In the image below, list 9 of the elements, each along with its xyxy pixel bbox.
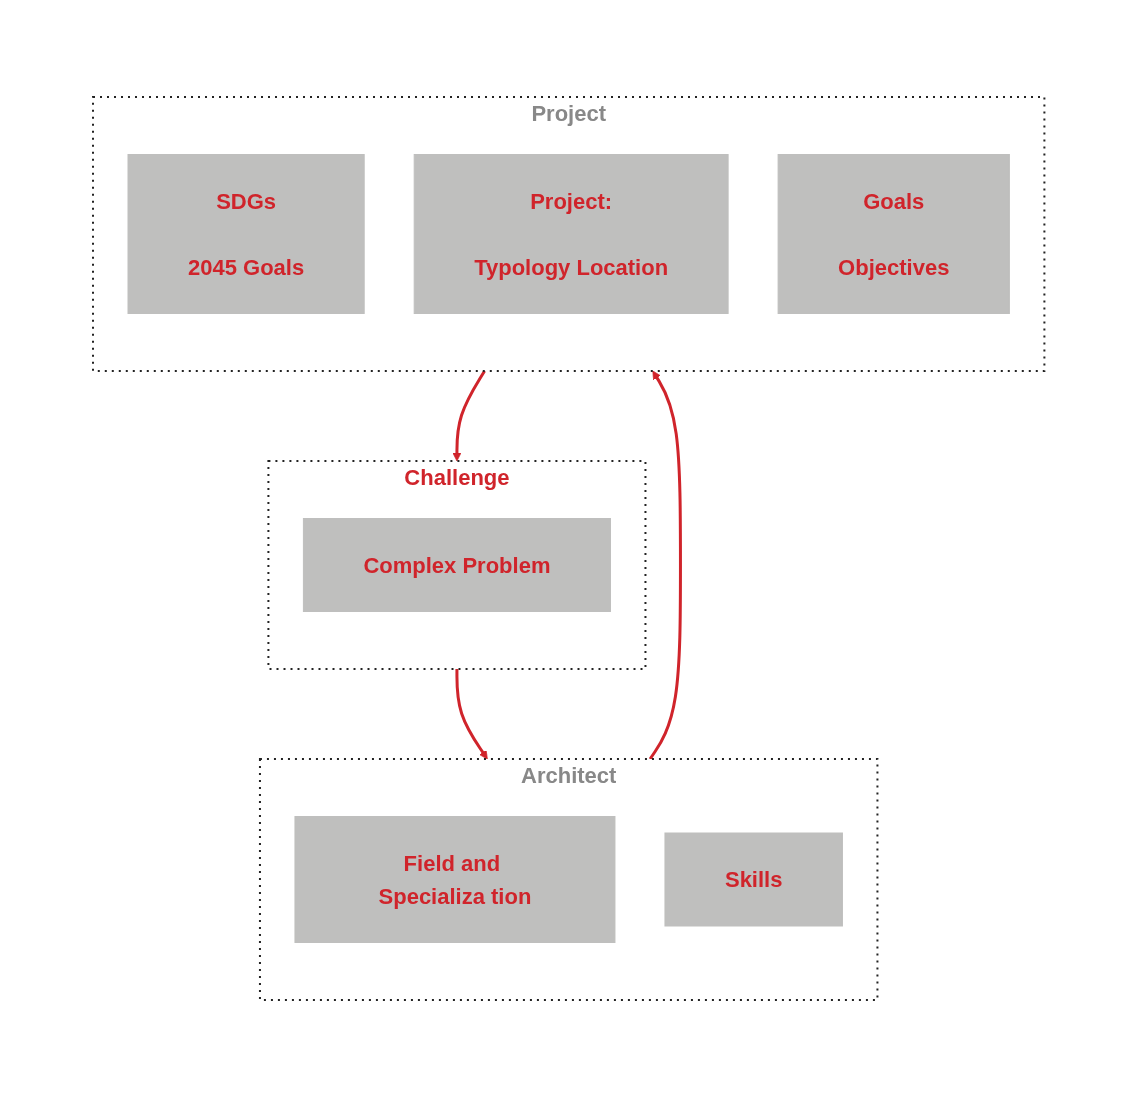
node-box: Goals Objectives [777,154,1011,314]
node-box: Field and Specializa tion [294,816,616,943]
arrow [455,669,488,760]
arrow [649,370,683,760]
node-box: Project: Typology Location [414,154,729,314]
node-box: Skills [664,832,844,927]
arrow [452,370,487,462]
node-box: SDGs 2045 Goals [127,154,365,314]
node-box: Complex Problem [303,518,612,612]
